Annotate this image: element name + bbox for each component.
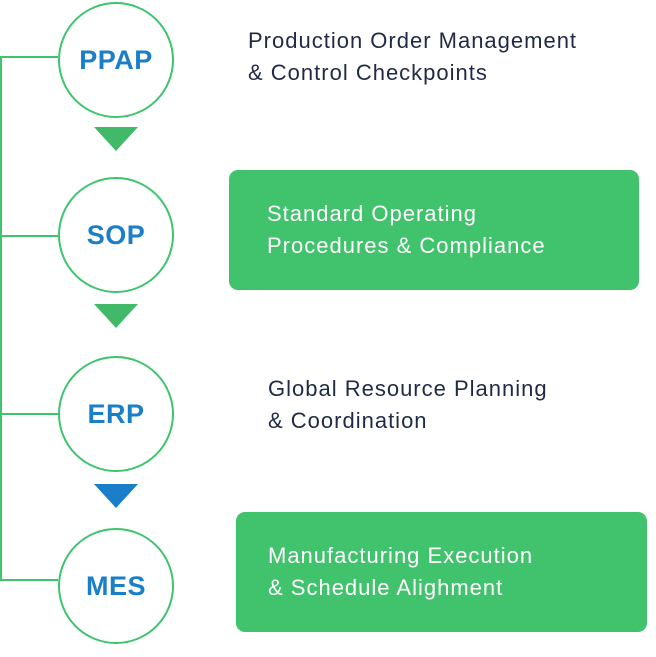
node-label-ppap: PPAP: [79, 44, 153, 75]
desc-sop-line-2: Procedures & Compliance: [267, 233, 546, 258]
arrow-down-icon-2: [94, 304, 138, 328]
desc-ppap-line-2: & Control Checkpoints: [248, 60, 488, 85]
desc-sop-box: Standard Operating Procedures & Complian…: [229, 170, 639, 290]
node-label-mes: MES: [85, 570, 146, 601]
desc-erp-line-2: & Coordination: [268, 408, 428, 433]
desc-mes-line-1: Manufacturing Execution: [268, 543, 534, 568]
node-label-sop: SOP: [86, 219, 146, 250]
arrow-down-icon-3: [94, 484, 138, 508]
node-erp: ERP: [58, 356, 174, 472]
node-ppap: PPAP: [58, 2, 174, 118]
desc-ppap-line-1: Production Order Management: [248, 28, 578, 53]
desc-sop-line-1: Standard Operating: [267, 201, 478, 226]
node-sop: SOP: [58, 177, 174, 293]
desc-mes-box: Manufacturing Execution & Schedule Aligh…: [236, 512, 647, 632]
arrow-down-icon-1: [94, 127, 138, 151]
desc-sop: Standard Operating Procedures & Complian…: [267, 198, 546, 262]
desc-erp: Global Resource Planning & Coordination: [268, 373, 548, 437]
node-mes: MES: [58, 528, 174, 644]
desc-mes-line-2: & Schedule Alighment: [268, 575, 504, 600]
desc-ppap: Production Order Management & Control Ch…: [248, 25, 577, 89]
node-label-erp: ERP: [87, 398, 145, 429]
desc-mes: Manufacturing Execution & Schedule Aligh…: [268, 540, 533, 604]
desc-erp-line-1: Global Resource Planning: [268, 376, 548, 401]
